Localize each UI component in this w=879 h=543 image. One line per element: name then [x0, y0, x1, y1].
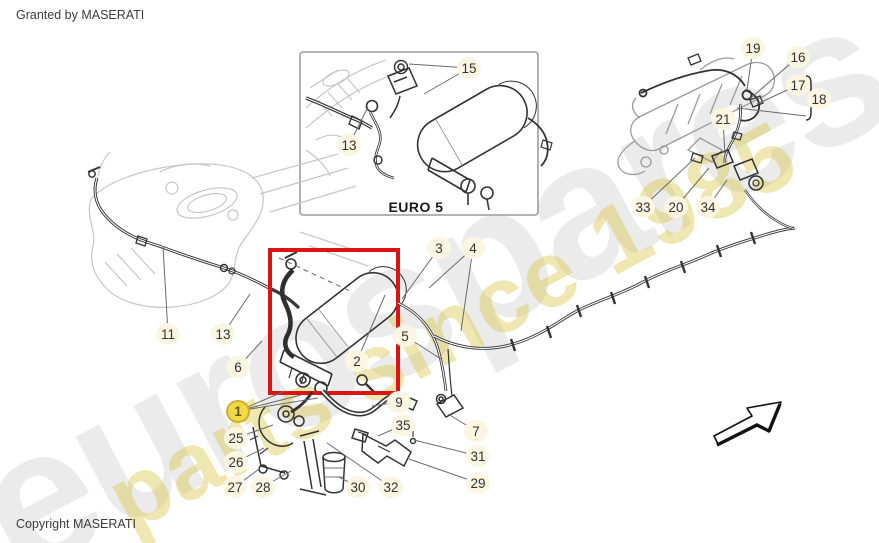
callout-34[interactable]: 34 — [696, 196, 720, 218]
callout-16[interactable]: 16 — [786, 46, 810, 68]
bracket-leader — [736, 107, 807, 117]
callout-33[interactable]: 33 — [631, 196, 655, 218]
callout-2[interactable]: 2 — [345, 350, 369, 372]
copyright-text: Copyright MASERATI — [16, 517, 136, 531]
callout-1[interactable]: 1 — [226, 400, 250, 423]
fuel-tank-sketch — [88, 151, 369, 308]
callout-35[interactable]: 35 — [391, 414, 415, 436]
callout-13-tank[interactable]: 13 — [211, 323, 235, 345]
callout-7[interactable]: 7 — [464, 420, 488, 442]
inset-canister — [416, 80, 553, 211]
callout-4[interactable]: 4 — [461, 237, 485, 259]
callout-5[interactable]: 5 — [393, 325, 417, 347]
inset-caption: EURO 5 — [388, 199, 444, 215]
inset-pipe-13 — [305, 96, 395, 180]
callout-3[interactable]: 3 — [427, 237, 451, 259]
fuel-pipe-left — [87, 166, 301, 310]
pipe-clips — [509, 231, 757, 352]
callout-27[interactable]: 27 — [223, 476, 247, 498]
granted-text: Granted by MASERATI — [16, 8, 145, 22]
callout-30[interactable]: 30 — [346, 476, 370, 498]
callout-20[interactable]: 20 — [664, 196, 688, 218]
leader-line-1 — [237, 397, 319, 412]
callout-32[interactable]: 32 — [379, 476, 403, 498]
engine-pipes — [638, 53, 796, 231]
canister-assembly — [278, 251, 407, 395]
callout-26[interactable]: 26 — [224, 451, 248, 473]
callout-18[interactable]: 18 — [807, 88, 831, 110]
callout-29[interactable]: 29 — [466, 472, 490, 494]
highlight-box — [268, 248, 400, 395]
callout-21[interactable]: 21 — [711, 108, 735, 130]
direction-arrow — [713, 401, 782, 447]
callout-9[interactable]: 9 — [387, 391, 411, 413]
fuel-line-long — [397, 226, 795, 392]
callout-19[interactable]: 19 — [741, 37, 765, 59]
callout-11[interactable]: 11 — [156, 323, 180, 345]
callout-25[interactable]: 25 — [224, 427, 248, 449]
inset-box — [299, 51, 553, 216]
inset-pump — [386, 59, 419, 119]
engine-sketch — [617, 57, 776, 176]
callout-6[interactable]: 6 — [226, 356, 250, 378]
callout-17[interactable]: 17 — [786, 74, 810, 96]
leader-line-4 — [460, 247, 474, 332]
leader-line-11 — [162, 245, 169, 335]
callout-28[interactable]: 28 — [251, 476, 275, 498]
callout-13-inset[interactable]: 13 — [337, 134, 361, 156]
callout-15[interactable]: 15 — [457, 57, 481, 79]
callout-31[interactable]: 31 — [466, 445, 490, 467]
